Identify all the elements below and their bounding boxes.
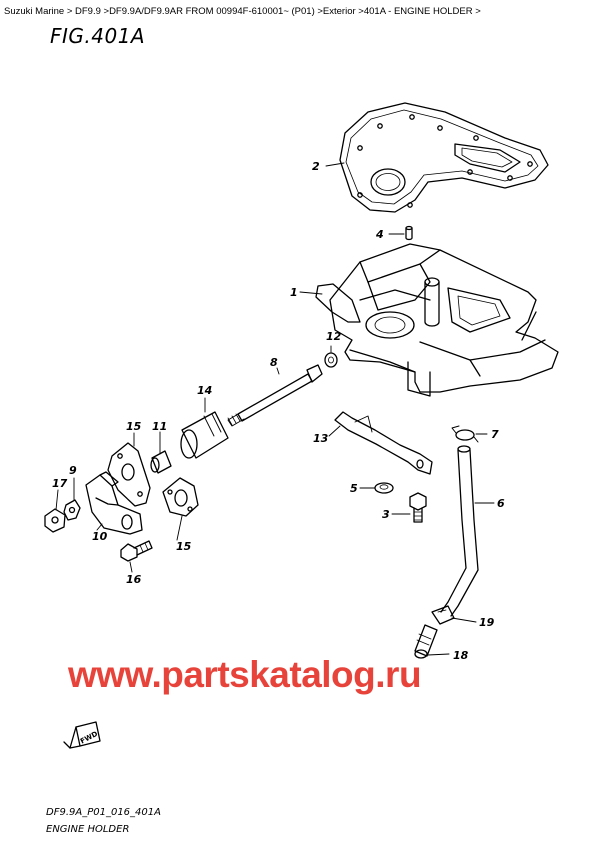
hose-part (440, 445, 479, 617)
nut-part-17 (44, 508, 66, 533)
part-label-7: 7 (491, 428, 499, 441)
part-label-2: 2 (312, 160, 320, 173)
part-label-5: 5 (350, 482, 358, 495)
washer-part-12 (324, 352, 338, 368)
part-label-8: 8 (270, 356, 278, 369)
bracket-plate-part (334, 411, 433, 475)
part-label-12: 12 (326, 330, 342, 343)
nut-part-9 (63, 499, 81, 521)
gasket-part (339, 102, 549, 213)
part-label-1: 1 (290, 286, 298, 299)
bracket-part (85, 471, 143, 535)
bolt-part-16 (120, 540, 153, 562)
plate-part-15-upper (107, 442, 151, 507)
footer-drawing-code: DF9.9A_P01_016_401A (46, 807, 161, 818)
engine-holder-part (315, 243, 559, 397)
part-label-18: 18 (453, 649, 469, 662)
fitting-part (414, 624, 438, 659)
dowel-pin-part (405, 225, 413, 241)
watermark-link[interactable]: www.partskatalog.ru (68, 654, 422, 695)
part-label-10: 10 (92, 530, 108, 543)
part-label-3: 3 (382, 508, 390, 521)
bolt-part-8 (227, 364, 323, 427)
plate-part-15-lower (162, 477, 199, 517)
part-label-13: 13 (313, 432, 329, 445)
part-label-9: 9 (69, 464, 77, 477)
part-label-16: 16 (126, 573, 142, 586)
bolt-part-3 (409, 492, 427, 523)
part-label-19: 19 (479, 616, 495, 629)
fwd-arrow-icon: FWD (63, 721, 101, 749)
rubber-mount-part (180, 411, 229, 459)
part-label-14: 14 (197, 384, 212, 397)
part-label-15-upper: 15 (126, 420, 142, 433)
part-label-4: 4 (375, 228, 384, 241)
collar-part (150, 450, 172, 474)
hose-clamp-part-7 (451, 425, 479, 443)
part-label-17: 17 (52, 477, 68, 490)
part-number-labels: 2 4 1 12 8 14 11 15 9 17 10 15 16 13 5 3… (52, 160, 505, 662)
footer-part-name: ENGINE HOLDER (46, 824, 130, 835)
part-label-11: 11 (152, 420, 167, 433)
washer-part-5 (374, 482, 394, 494)
part-label-6: 6 (497, 497, 505, 510)
leader-lines (55, 162, 495, 656)
part-label-15-lower: 15 (176, 540, 192, 553)
breadcrumb: Suzuki Marine > DF9.9 >DF9.9A/DF9.9AR FR… (4, 6, 481, 17)
figure-title: FIG.401A (50, 24, 146, 48)
